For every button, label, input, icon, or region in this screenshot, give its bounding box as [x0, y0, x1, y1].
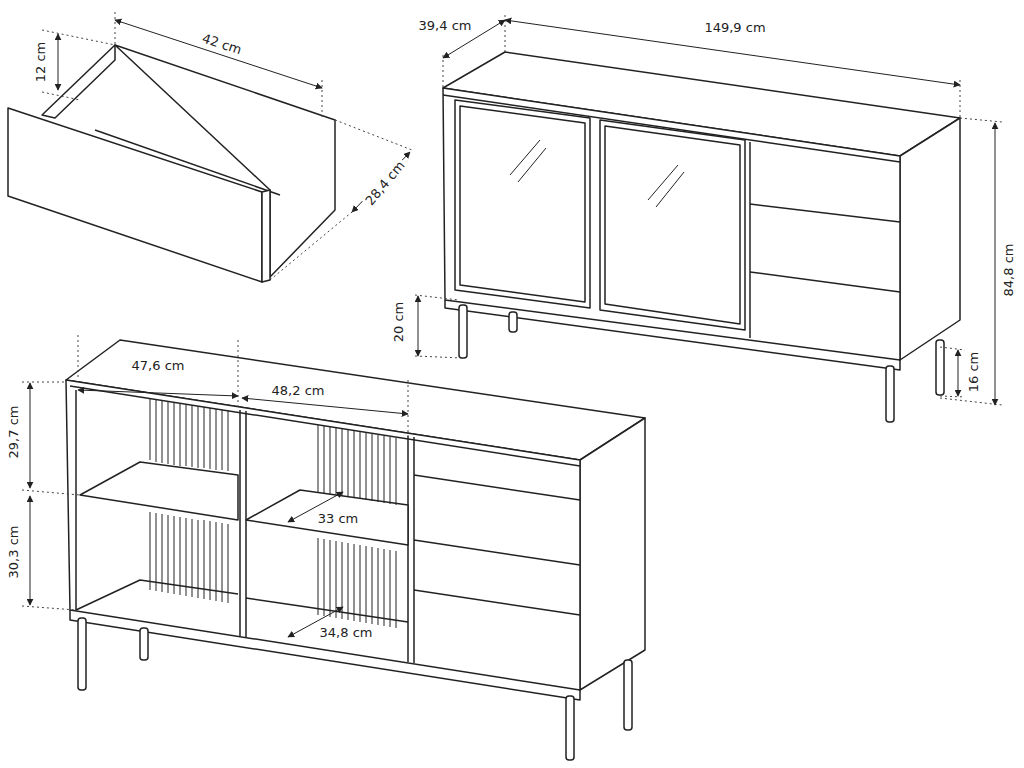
dimension-label: 30,3 cm	[6, 524, 21, 581]
dimension-label: 33 cm	[316, 511, 361, 526]
dimension-label: 149,9 cm	[702, 20, 767, 35]
dimension-label: 84,8 cm	[1001, 242, 1016, 299]
dimension-label: 20 cm	[391, 300, 406, 345]
dimension-label: 47,6 cm	[130, 358, 187, 373]
dimension-label: 29,7 cm	[6, 404, 21, 461]
dimension-label: 48,2 cm	[270, 383, 327, 398]
dimension-label: 39,4 cm	[417, 18, 474, 33]
dimension-label: 28,4 cm	[361, 156, 409, 209]
dimension-label: 34,8 cm	[318, 625, 375, 640]
dimension-label: 16 cm	[966, 350, 981, 395]
dimension-label: 12 cm	[33, 40, 48, 85]
dimension-label: 42 cm	[199, 30, 246, 58]
